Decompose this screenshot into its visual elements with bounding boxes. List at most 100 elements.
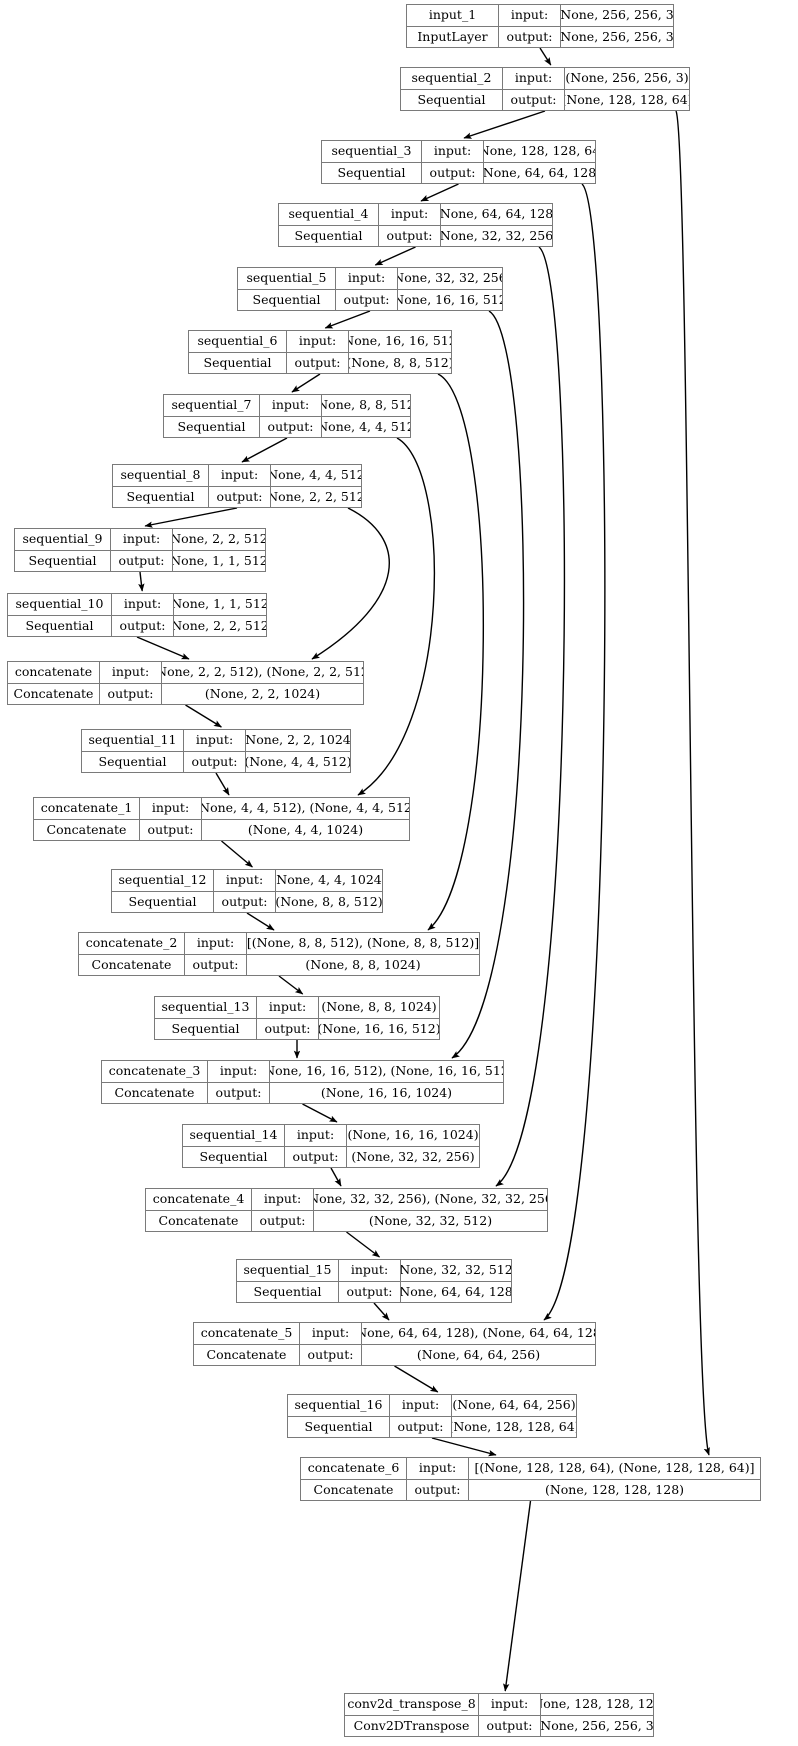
node-layer-type: Sequential [237, 1281, 339, 1302]
node-input-shape: [(None, 4, 4, 512), (None, 4, 4, 512)] [202, 800, 409, 815]
node-output-label: output: [185, 954, 247, 975]
node-layer-name: sequential_7 [164, 395, 260, 416]
node-output-shape: (None, 16, 16, 512) [319, 1020, 439, 1036]
node-input-shape: (None, 8, 8, 1024) [321, 999, 437, 1014]
edge-sequential_8-to-sequential_9 [144, 507, 238, 528]
edge-sequential_7-to-concatenate_1 [357, 437, 435, 796]
node-input-shape: (None, 64, 64, 256) [452, 1397, 576, 1412]
edge-concatenate_2-to-sequential_13 [278, 975, 304, 995]
node-output-shape: (None, 2, 2, 512) [271, 488, 361, 504]
node-input-label: input: [140, 798, 202, 819]
node-input-shape: (None, 2, 2, 512) [173, 531, 265, 546]
node-input-label: input: [112, 594, 174, 615]
node-layer-name: sequential_15 [237, 1260, 339, 1281]
node-layer-type: Concatenate [102, 1082, 208, 1103]
node-input-label: input: [300, 1323, 362, 1344]
node-input-shape: (None, 4, 4, 512) [271, 467, 361, 482]
node-output-label: output: [111, 550, 173, 571]
node-layer-type: Sequential [8, 615, 112, 636]
node-layer-name: sequential_8 [113, 465, 209, 486]
node-layer-name: sequential_11 [82, 730, 184, 751]
node-input-shape: (None, 128, 128, 128) [541, 1696, 653, 1711]
node-output-label: output: [285, 1146, 347, 1167]
node-layer-name: concatenate [8, 662, 100, 683]
node-input-label: input: [503, 68, 565, 89]
node-input-label: input: [285, 1125, 347, 1146]
node-input-label: input: [111, 529, 173, 550]
node-layer-type: Sequential [189, 352, 287, 373]
edge-sequential_14-to-concatenate_4 [330, 1167, 342, 1187]
node-layer-type: Concatenate [8, 683, 100, 704]
node-layer-type: Concatenate [301, 1479, 407, 1500]
node-layer-type: Sequential [82, 751, 184, 772]
node-output-label: output: [499, 26, 561, 47]
node-layer-type: Sequential [279, 225, 379, 246]
edge-concatenate_1-to-sequential_12 [221, 840, 253, 868]
node-input-shape: (None, 16, 16, 512) [349, 333, 451, 348]
node-output-label: output: [214, 891, 276, 912]
node-layer-name: sequential_14 [183, 1125, 285, 1146]
node-output-shape: (None, 128, 128, 64) [565, 91, 689, 107]
node-layer-type: Sequential [113, 486, 209, 507]
edge-sequential_6-to-concatenate_2 [427, 373, 484, 931]
node-input-shape: (None, 1, 1, 512) [174, 596, 266, 611]
node-layer-type: Sequential [183, 1146, 285, 1167]
node-layer-name: concatenate_6 [301, 1458, 407, 1479]
node-input-label: input: [499, 5, 561, 26]
node-input-label: input: [185, 933, 247, 954]
node-output-shape: (None, 128, 128, 128) [544, 1481, 685, 1497]
edge-sequential_3-to-concatenate_5 [543, 183, 606, 1321]
node-layer-type: Conv2DTranspose [345, 1715, 479, 1736]
node-layer-name: sequential_13 [155, 997, 257, 1018]
node-output-shape: (None, 8, 8, 512) [349, 354, 451, 370]
node-layer-type: Sequential [164, 416, 260, 437]
node-output-label: output: [503, 89, 565, 110]
node-layer-name: sequential_10 [8, 594, 112, 615]
node-layer-name: sequential_3 [322, 141, 422, 162]
edge-sequential_16-to-concatenate_6 [431, 1437, 497, 1457]
node-input-label: input: [407, 1458, 469, 1479]
node-input-shape: (None, 32, 32, 512) [401, 1262, 511, 1277]
